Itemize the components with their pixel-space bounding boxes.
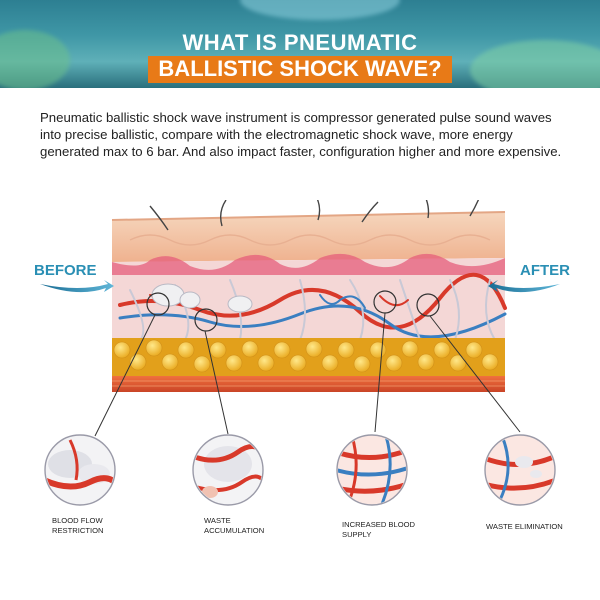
caption-line: INCREASED BLOOD: [342, 520, 416, 529]
before-arrow: [40, 280, 114, 293]
caption-line: RESTRICTION: [52, 526, 104, 535]
banner-decoration: [470, 40, 600, 88]
muscle-layer: [112, 376, 505, 392]
after-arrow: [488, 280, 560, 293]
epidermis-layer: [111, 211, 506, 262]
caption-line: WASTE ELIMINATION: [486, 522, 563, 531]
header-banner: WHAT IS PNEUMATIC BALLISTIC SHOCK WAVE?: [0, 0, 600, 88]
callout-caption-increased-blood-supply: INCREASED BLOOD SUPPLY: [342, 520, 415, 540]
callout-circle-waste-accumulation: [192, 434, 264, 506]
callout-caption-blood-flow-restriction: BLOOD FLOW RESTRICTION: [52, 516, 103, 536]
waste-clumps: [151, 283, 253, 313]
caption-line: WASTE: [204, 516, 231, 525]
page-title-line1: WHAT IS PNEUMATIC: [182, 30, 418, 55]
caption-line: ACCUMULATION: [204, 526, 265, 535]
caption-line: SUPPLY: [342, 530, 372, 539]
callout-circle-waste-elimination: [484, 434, 556, 506]
callout-caption-waste-elimination: WASTE ELIMINATION: [486, 522, 563, 532]
leader-lines: [94, 312, 521, 437]
callout-circle-increased-blood-supply: [336, 434, 408, 506]
callout-caption-waste-accumulation: WASTE ACCUMULATION: [204, 516, 264, 536]
dermis-layer: [112, 253, 505, 340]
hair-strands: [149, 200, 480, 231]
skin-cross-section-illustration: [40, 200, 560, 506]
callout-circle-blood-flow-restriction: [44, 434, 116, 506]
caption-line: BLOOD FLOW: [52, 516, 103, 525]
description-text: Pneumatic ballistic shock wave instrumen…: [40, 110, 562, 159]
before-label: BEFORE: [34, 262, 97, 279]
banner-decoration: [240, 0, 400, 20]
banner-decoration: [0, 30, 70, 88]
page-title-line2: BALLISTIC SHOCK WAVE?: [148, 56, 452, 83]
after-label: AFTER: [520, 262, 570, 279]
fat-layer: [112, 338, 505, 378]
